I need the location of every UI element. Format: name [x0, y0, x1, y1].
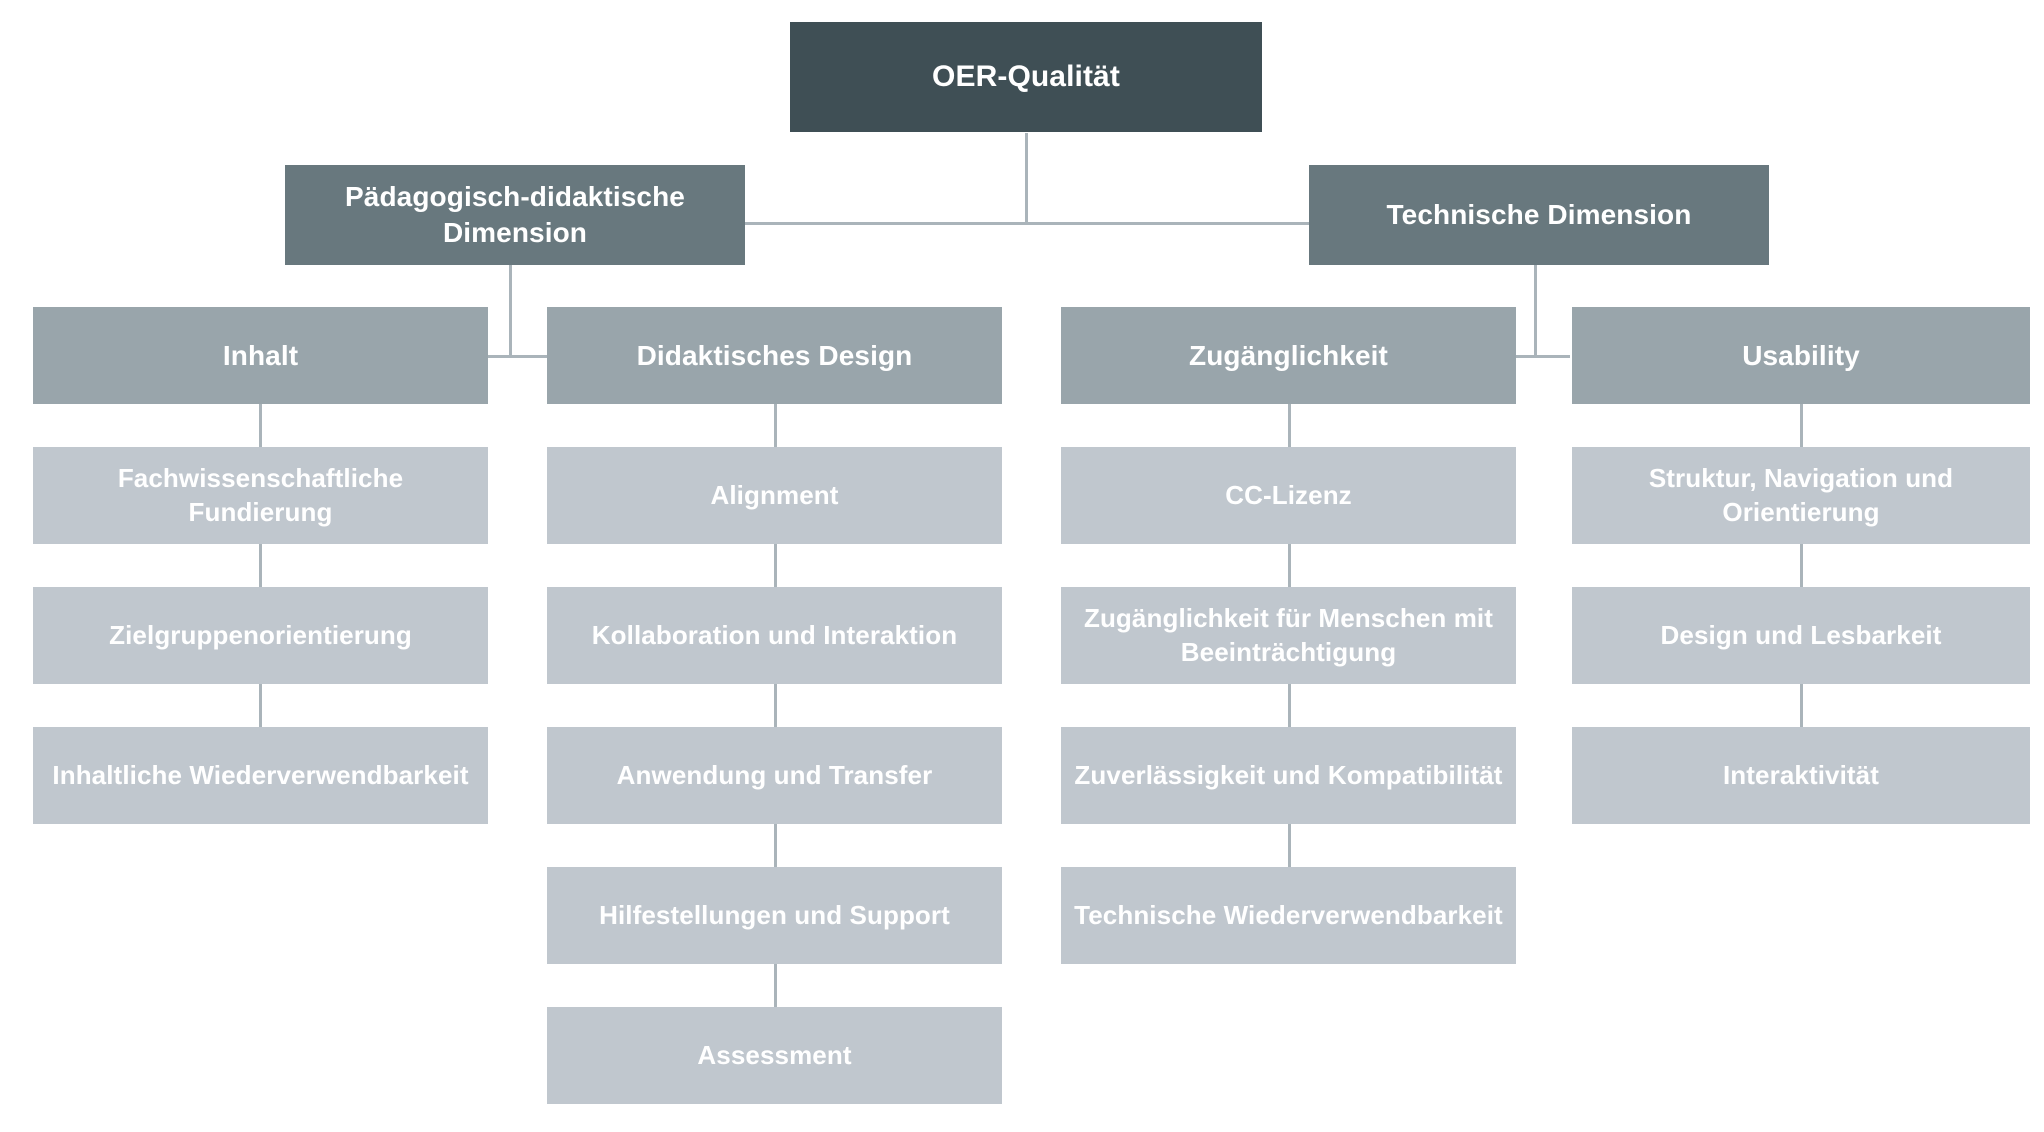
node-leaf-zugaenglichkeit-fuer-menschen-mit-beeintraechtigung[interactable]: Zugänglichkeit für Menschen mit Beeinträ…	[1061, 587, 1516, 684]
node-category-didaktisches-design[interactable]: Didaktisches Design	[547, 307, 1002, 404]
node-label: Hilfestellungen und Support	[599, 899, 950, 930]
node-leaf-technische-wiederverwendbarkeit[interactable]: Technische Wiederverwendbarkeit	[1061, 867, 1516, 964]
node-label: Inhalt	[222, 339, 299, 371]
node-leaf-hilfestellungen-und-support[interactable]: Hilfestellungen und Support	[547, 867, 1002, 964]
node-root-oer-qualitaet[interactable]: OER-Qualität	[790, 22, 1262, 132]
node-leaf-assessment[interactable]: Assessment	[547, 1007, 1002, 1104]
connector-pedagogical-down	[509, 265, 512, 357]
node-dimension-technische[interactable]: Technische Dimension	[1309, 165, 1769, 265]
node-category-usability[interactable]: Usability	[1572, 307, 2030, 404]
node-label: OER-Qualität	[932, 59, 1120, 93]
node-leaf-struktur-navigation-und-orientierung[interactable]: Struktur, Navigation und Orientierung	[1572, 447, 2030, 544]
node-label: Alignment	[710, 479, 839, 510]
node-label: Inhaltliche Wiederverwendbarkeit	[52, 759, 469, 790]
node-category-inhalt[interactable]: Inhalt	[33, 307, 488, 404]
node-leaf-inhaltliche-wiederverwendbarkeit[interactable]: Inhaltliche Wiederverwendbarkeit	[33, 727, 488, 824]
node-label: Zuverlässigkeit und Kompatibilität	[1074, 759, 1503, 790]
node-label: Zugänglichkeit	[1189, 339, 1388, 371]
node-label: Struktur, Navigation und Orientierung	[1648, 463, 1954, 527]
node-label: Zugänglichkeit für Menschen mit Beeinträ…	[1083, 603, 1494, 667]
node-label: Fachwissenschaftliche Fundierung	[117, 463, 404, 527]
node-dimension-paedagogisch-didaktisch[interactable]: Pädagogisch-didaktische Dimension	[285, 165, 745, 265]
node-leaf-zielgruppenorientierung[interactable]: Zielgruppenorientierung	[33, 587, 488, 684]
node-leaf-alignment[interactable]: Alignment	[547, 447, 1002, 544]
connector-dimension-bar	[744, 222, 1310, 225]
node-category-zugaenglichkeit[interactable]: Zugänglichkeit	[1061, 307, 1516, 404]
node-label: CC-Lizenz	[1225, 479, 1352, 510]
node-label: Pädagogisch-didaktische Dimension	[345, 181, 685, 248]
node-leaf-fachwissenschaftliche-fundierung[interactable]: Fachwissenschaftliche Fundierung	[33, 447, 488, 544]
node-label: Technische Wiederverwendbarkeit	[1074, 899, 1503, 930]
node-leaf-cc-lizenz[interactable]: CC-Lizenz	[1061, 447, 1516, 544]
connector-root-down	[1025, 133, 1028, 223]
node-label: Design und Lesbarkeit	[1660, 619, 1942, 650]
node-label: Didaktisches Design	[636, 339, 913, 371]
node-label: Anwendung und Transfer	[616, 759, 933, 790]
node-label: Kollaboration und Interaktion	[591, 619, 958, 650]
connector-technical-down	[1534, 265, 1537, 357]
node-label: Usability	[1742, 339, 1860, 371]
node-leaf-interaktivitaet[interactable]: Interaktivität	[1572, 727, 2030, 824]
node-label: Technische Dimension	[1386, 199, 1692, 231]
node-label: Interaktivität	[1722, 759, 1879, 790]
connector-pedagogical-categories	[487, 355, 547, 358]
node-leaf-anwendung-und-transfer[interactable]: Anwendung und Transfer	[547, 727, 1002, 824]
connector-technical-categories	[1510, 355, 1570, 358]
node-label: Assessment	[697, 1039, 852, 1070]
node-leaf-zuverlaessigkeit-und-kompatibilitaet[interactable]: Zuverlässigkeit und Kompatibilität	[1061, 727, 1516, 824]
node-leaf-design-und-lesbarkeit[interactable]: Design und Lesbarkeit	[1572, 587, 2030, 684]
node-leaf-kollaboration-und-interaktion[interactable]: Kollaboration und Interaktion	[547, 587, 1002, 684]
node-label: Zielgruppenorientierung	[109, 619, 412, 650]
